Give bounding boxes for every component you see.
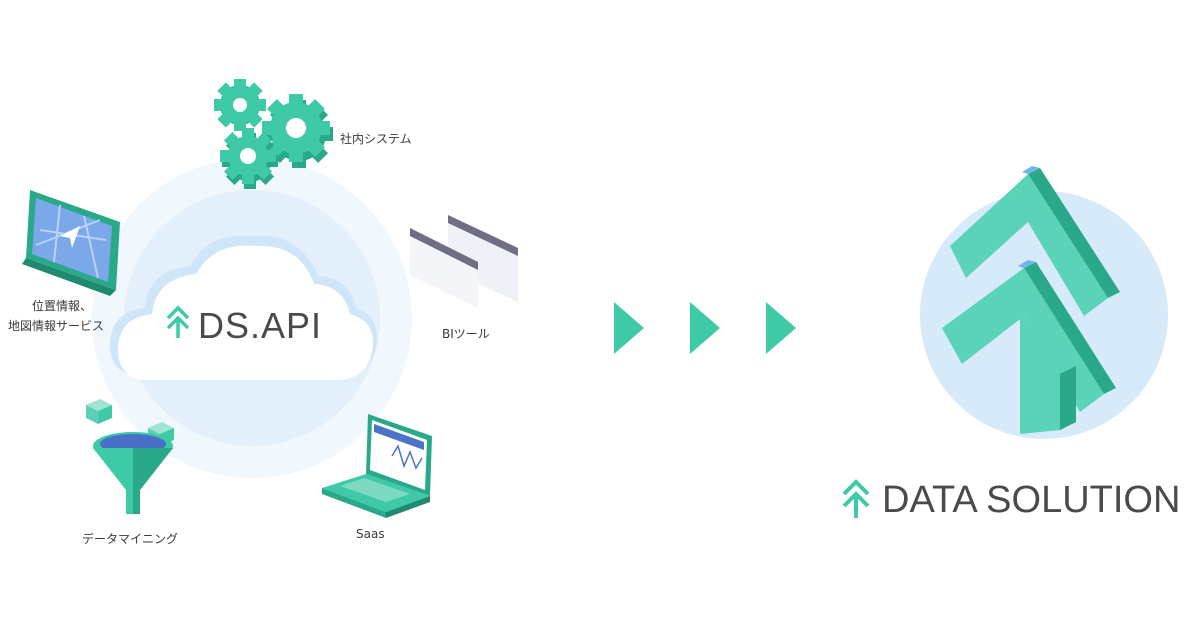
label-bi-tool: BIツール <box>442 327 490 341</box>
ds-logo-icon <box>942 166 1120 434</box>
ds-api-logo-icon <box>166 305 190 338</box>
windows-icon <box>410 215 518 308</box>
arrow-right-icon <box>690 302 720 354</box>
label-data-mining: データマイニング <box>82 532 179 546</box>
label-location-line1: 位置情報、 <box>31 299 92 313</box>
brand-name: DATA SOLUTION <box>882 479 1181 521</box>
label-saas: Saas <box>356 527 385 541</box>
data-solution-emblem <box>920 166 1168 439</box>
label-location-line2: 地図情報サービス <box>7 319 104 333</box>
brand-mark-icon <box>842 479 870 518</box>
cloud-shape <box>110 235 378 380</box>
arrow-right-icon <box>614 302 644 354</box>
api-title: DS.API <box>198 305 323 346</box>
arrow-right-icon <box>766 302 796 354</box>
funnel-icon <box>86 399 174 514</box>
tablet-map-icon <box>22 190 120 296</box>
flow-arrows <box>614 302 796 354</box>
label-internal-system: 社内システム <box>340 132 412 146</box>
laptop-icon <box>322 414 432 518</box>
gears-icon <box>214 79 333 189</box>
api-cloud-diagram <box>22 79 518 518</box>
